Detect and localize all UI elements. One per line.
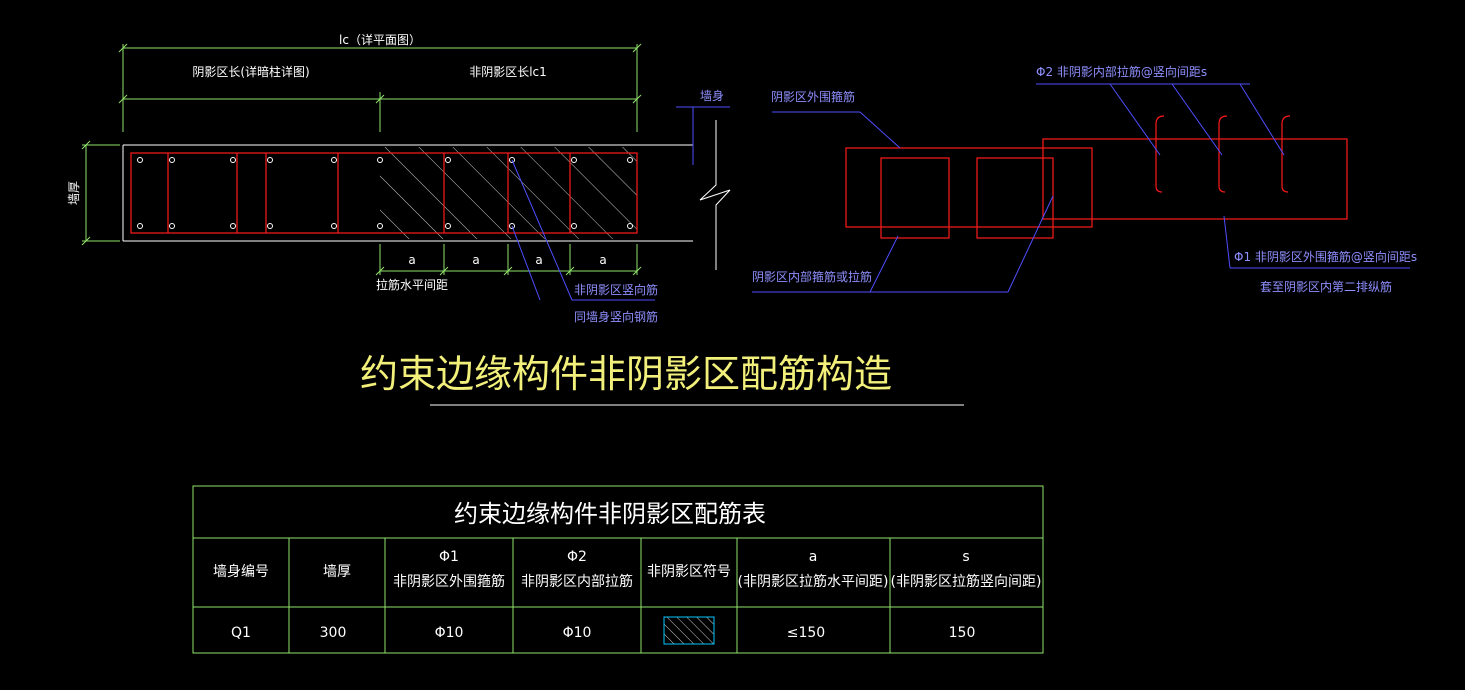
cell-s: 150 xyxy=(949,625,976,641)
dimension-lines xyxy=(81,43,642,276)
wall-section-drawing: lc（详平面图） 阴影区长(详暗柱详图) 非阴影区长lc1 墙厚 墙身 a a … xyxy=(67,32,731,324)
drawing-title: 约束边缘构件非阴影区配筋构造 xyxy=(360,352,892,396)
table-title: 约束边缘构件非阴影区配筋表 xyxy=(454,500,766,528)
header-s-symbol: s xyxy=(962,549,969,565)
concrete-outline xyxy=(122,120,731,270)
same-as-wall-bars-label: 同墙身竖向钢筋 xyxy=(574,309,658,324)
dim-non-shadow-length-label: 非阴影区长lc1 xyxy=(469,65,547,79)
cell-a: ≤150 xyxy=(787,625,825,641)
rebar-detail-drawing: 阴影区外围箍筋 Φ2 非阴影内部拉筋@竖向间距s 阴影区内部箍筋或拉筋 Φ1 非… xyxy=(752,64,1417,294)
rebar-detail-shapes xyxy=(845,115,1348,239)
non-shadow-vertical-bars-label: 非阴影区竖向筋 xyxy=(574,282,658,297)
dim-a-label-4: a xyxy=(599,253,606,267)
phi1-hoop-label: Φ1 非阴影区外围箍筋@竖向间距s xyxy=(1234,249,1417,264)
cell-wall-id: Q1 xyxy=(231,625,251,641)
header-phi2-desc: 非阴影区内部拉筋 xyxy=(521,573,633,590)
cell-phi2: Φ10 xyxy=(563,625,592,641)
dim-a-label-3: a xyxy=(535,253,542,267)
header-s-desc: (非阴影区拉筋竖向间距) xyxy=(891,573,1042,590)
rebar-table: 约束边缘构件非阴影区配筋表 墙身编号 墙厚 Φ1 非阴影区外围箍筋 Φ2 非阴影… xyxy=(192,485,1044,654)
header-a-desc: (非阴影区拉筋水平间距) xyxy=(738,573,889,590)
rebar-cage xyxy=(130,152,638,234)
header-phi2-symbol: Φ2 xyxy=(567,549,587,565)
shadow-inner-ties-label: 阴影区内部箍筋或拉筋 xyxy=(752,269,872,284)
wall-thickness-label: 墙厚 xyxy=(67,181,81,205)
cell-phi1: Φ10 xyxy=(435,625,464,641)
phi2-ties-label: Φ2 非阴影内部拉筋@竖向间距s xyxy=(1036,64,1207,79)
header-wall-id: 墙身编号 xyxy=(213,564,269,580)
header-phi1-desc: 非阴影区外围箍筋 xyxy=(393,573,505,590)
leader-lines xyxy=(511,106,730,301)
dim-shadow-length-label: 阴影区长(详暗柱详图) xyxy=(192,64,309,79)
dim-a-label-2: a xyxy=(472,253,479,267)
detail-leader-lines xyxy=(752,83,1410,293)
non-shadow-symbol-swatch xyxy=(663,616,715,645)
shadow-outer-hoop-label: 阴影区外围箍筋 xyxy=(771,89,855,104)
second-row-label: 套至阴影区内第二排纵筋 xyxy=(1260,279,1392,294)
header-phi1-symbol: Φ1 xyxy=(439,549,459,565)
wall-body-label: 墙身 xyxy=(700,88,724,103)
header-thickness: 墙厚 xyxy=(323,564,351,580)
dim-a-label-1: a xyxy=(408,253,415,267)
tie-spacing-label: 拉筋水平间距 xyxy=(376,277,448,292)
cell-thickness: 300 xyxy=(320,625,347,641)
header-a-symbol: a xyxy=(809,549,818,565)
header-symbol: 非阴影区符号 xyxy=(647,564,731,580)
dim-total-label: lc（详平面图） xyxy=(339,32,421,47)
